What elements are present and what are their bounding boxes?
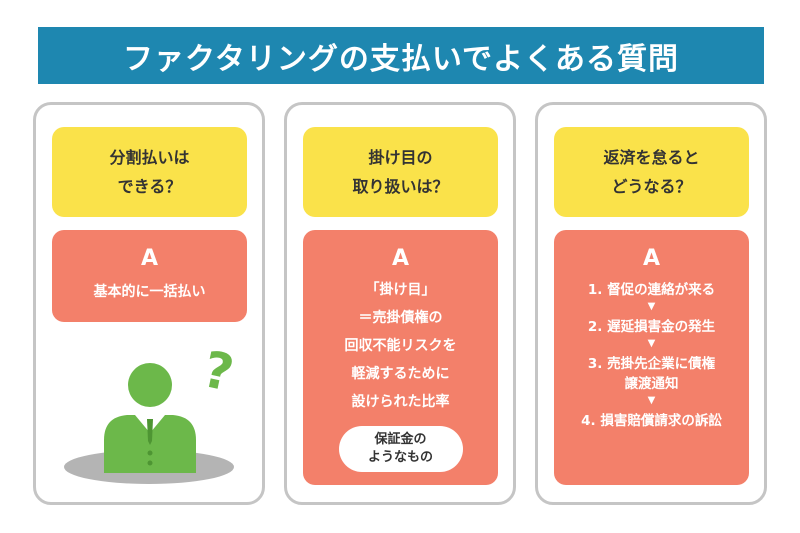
question-box: 掛け目の 取り扱いは？ <box>303 127 498 217</box>
pill-line: 保証金の <box>374 432 427 447</box>
note-pill: 保証金の ようなもの <box>338 426 463 472</box>
person-head <box>128 363 172 407</box>
answer-box: A 「掛け目」 ＝売掛債権の 回収不能リスクを 軽減するために 設けられた比率 … <box>303 230 498 485</box>
down-arrow-icon: ▼ <box>647 395 656 406</box>
answer-line: ＝売掛債権の <box>358 310 443 326</box>
title-bar: ファクタリングの支払いでよくある質問 <box>38 27 764 84</box>
answer-letter: A <box>140 246 159 271</box>
step-item: 2. 遅延損害金の発生 <box>587 319 716 335</box>
question-line: できる？ <box>117 177 182 196</box>
answer-line: 軽減するために <box>351 366 450 382</box>
answer-line: 設けられた比率 <box>351 394 450 410</box>
question-line: 分割払いは <box>109 148 190 167</box>
question-line: 掛け目の <box>368 148 433 167</box>
faq-card-default: 返済を怠ると どうなる？ A 1. 督促の連絡が来る ▼ 2. 遅延損害金の発生… <box>535 102 767 505</box>
pill-line: ようなもの <box>367 450 433 465</box>
step-item: 4. 損害賠償請求の訴訟 <box>581 413 722 429</box>
answer-line: 「掛け目」 <box>365 282 436 298</box>
faq-card-installment: 分割払いは できる？ A 基本的に一括払い ? <box>33 102 265 505</box>
step-item: 1. 督促の連絡が来る <box>587 282 716 298</box>
faq-card-discount-rate: 掛け目の 取り扱いは？ A 「掛け目」 ＝売掛債権の 回収不能リスクを 軽減する… <box>284 102 516 505</box>
question-mark-icon: ? <box>198 345 238 403</box>
button-dot <box>147 460 153 466</box>
steps-list: 1. 督促の連絡が来る ▼ 2. 遅延損害金の発生 ▼ 3. 売掛先企業に債権 … <box>554 280 749 431</box>
step-item: 3. 売掛先企業に債権 譲渡通知 <box>587 356 716 392</box>
button-dot <box>147 450 153 456</box>
person-tie <box>147 419 153 445</box>
answer-box: A 基本的に一括払い <box>52 230 247 322</box>
page-title: ファクタリングの支払いでよくある質問 <box>123 41 679 77</box>
down-arrow-icon: ▼ <box>647 338 656 349</box>
question-box: 返済を怠ると どうなる？ <box>554 127 749 217</box>
question-line: 取り扱いは？ <box>352 177 449 196</box>
answer-line: 回収不能リスクを <box>344 338 457 354</box>
answer-line: 基本的に一括払い <box>93 284 206 300</box>
down-arrow-icon: ▼ <box>647 301 656 312</box>
answer-box: A 1. 督促の連絡が来る ▼ 2. 遅延損害金の発生 ▼ 3. 売掛先企業に債… <box>554 230 749 485</box>
question-line: どうなる？ <box>611 177 692 196</box>
thinking-person-icon: ? <box>64 345 239 484</box>
answer-letter: A <box>391 246 410 271</box>
answer-letter: A <box>642 246 661 271</box>
question-line: 返済を怠ると <box>603 148 700 167</box>
question-box: 分割払いは できる？ <box>52 127 247 217</box>
